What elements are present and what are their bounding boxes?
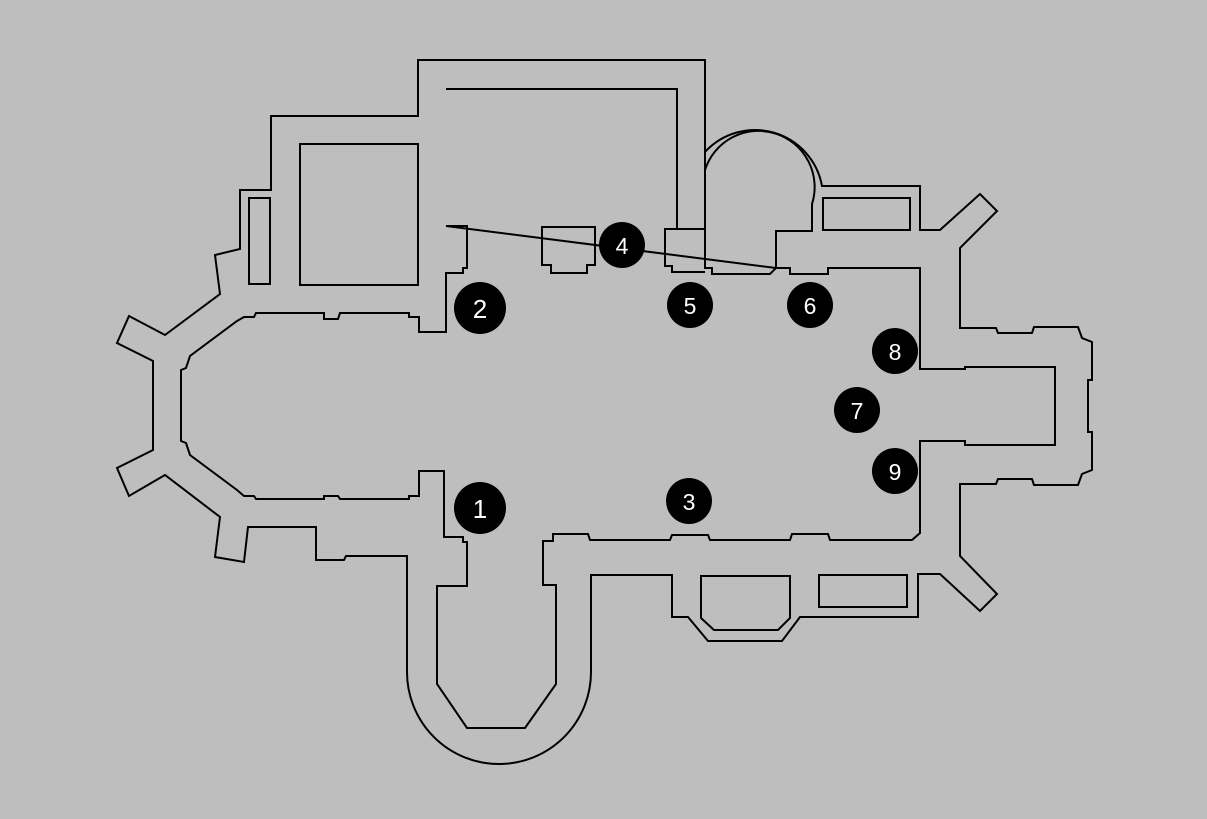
marker-7[interactable]: 7 [834,387,880,433]
room-north-east [822,197,911,231]
marker-6[interactable]: 6 [787,282,833,328]
marker-5[interactable]: 5 [667,282,713,328]
outer-wall [115,59,1093,765]
marker-1[interactable]: 1 [454,482,506,534]
marker-4[interactable]: 4 [599,222,645,268]
marker-8[interactable]: 8 [872,328,918,374]
room-south-east [818,574,908,608]
marker-2[interactable]: 2 [454,282,506,334]
room-large-north-west [299,143,419,286]
inner-wall [180,88,1056,729]
pier-north-5 [664,228,705,273]
room-narrow-west [248,197,271,285]
marker-9[interactable]: 9 [872,448,918,494]
room-south-chapel [700,575,791,631]
marker-3[interactable]: 3 [666,478,712,524]
altar-block [541,226,596,274]
